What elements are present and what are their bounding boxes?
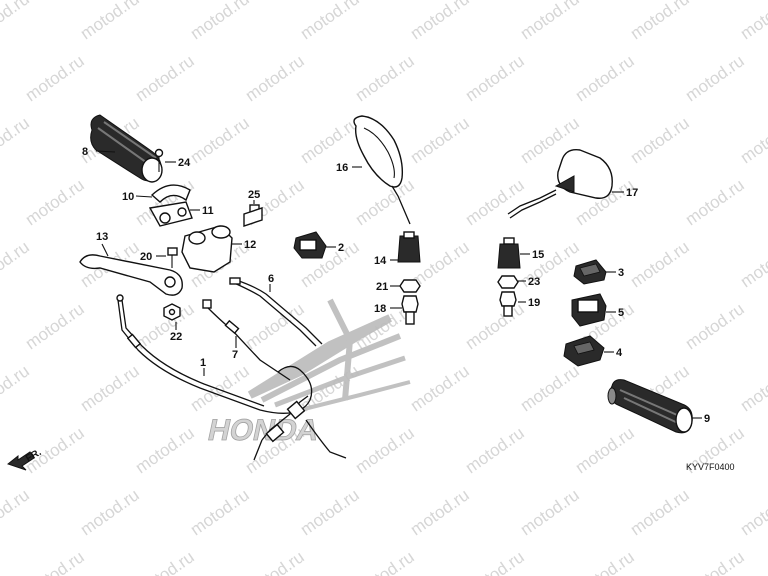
callout-12: 12: [244, 239, 256, 251]
nut-part-23[interactable]: [497, 275, 519, 289]
switch-part-3[interactable]: [573, 259, 607, 285]
brake-lever-part-13[interactable]: [79, 254, 183, 296]
callout-25: 25: [248, 189, 260, 201]
callout-7: 7: [232, 349, 238, 361]
honda-logo-text: HONDA: [205, 414, 322, 447]
honda-wing-logo: HONDA: [205, 298, 411, 447]
holder-lower-part-11[interactable]: [148, 201, 193, 227]
adapter-part-18[interactable]: [401, 295, 419, 325]
callout-9: 9: [704, 413, 710, 425]
callout-11: 11: [202, 205, 214, 217]
right-grip-part-9[interactable]: [607, 379, 693, 434]
callout-1: 1: [200, 357, 206, 369]
holder-upper-part-10[interactable]: [150, 184, 191, 203]
cable-part-7[interactable]: [202, 299, 291, 381]
callout-3: 3: [618, 267, 624, 279]
brake-cable-part-1[interactable]: [116, 294, 347, 461]
pivot-bolt-part-20[interactable]: [167, 247, 178, 268]
bolt-part-25[interactable]: [243, 204, 263, 227]
callout-20: 20: [140, 251, 152, 263]
callout-23: 23: [528, 276, 540, 288]
mirror-boot-part-15[interactable]: [497, 237, 521, 269]
callout-19: 19: [528, 297, 540, 309]
callout-5: 5: [618, 307, 624, 319]
front-direction-marker: FR.: [6, 447, 44, 471]
callout-14: 14: [374, 255, 387, 267]
switch-part-4[interactable]: [563, 335, 605, 367]
callout-15: 15: [532, 249, 544, 261]
mirror-boot-part-14[interactable]: [397, 231, 421, 263]
switch-wire-part-6[interactable]: [229, 277, 323, 347]
callout-13: 13: [96, 231, 108, 243]
adapter-part-19[interactable]: [499, 291, 517, 317]
switch-housing-part-5[interactable]: [571, 293, 607, 327]
callout-24: 24: [178, 157, 191, 169]
callout-8: 8: [82, 146, 88, 158]
direction-label: FR.: [24, 447, 44, 465]
callout-2: 2: [338, 242, 344, 254]
callout-4: 4: [616, 347, 623, 359]
callout-21: 21: [376, 281, 388, 293]
screw-part-24[interactable]: [154, 148, 164, 173]
switch-part-2[interactable]: [293, 231, 327, 259]
nut-part-21[interactable]: [399, 279, 421, 293]
callout-18: 18: [374, 303, 386, 315]
right-mirror-part-17[interactable]: [507, 149, 613, 219]
callout-10: 10: [122, 191, 134, 203]
callout-6: 6: [268, 273, 274, 285]
left-grip-part-8[interactable]: [90, 114, 163, 183]
callout-17: 17: [626, 187, 638, 199]
callout-22: 22: [170, 331, 182, 343]
diagram-reference-code: KYV7F0400: [686, 462, 735, 472]
callout-16: 16: [336, 162, 348, 174]
lever-bracket-part-12[interactable]: [181, 225, 233, 273]
nut-part-22[interactable]: [163, 303, 181, 321]
left-mirror-part-16[interactable]: [353, 115, 411, 225]
